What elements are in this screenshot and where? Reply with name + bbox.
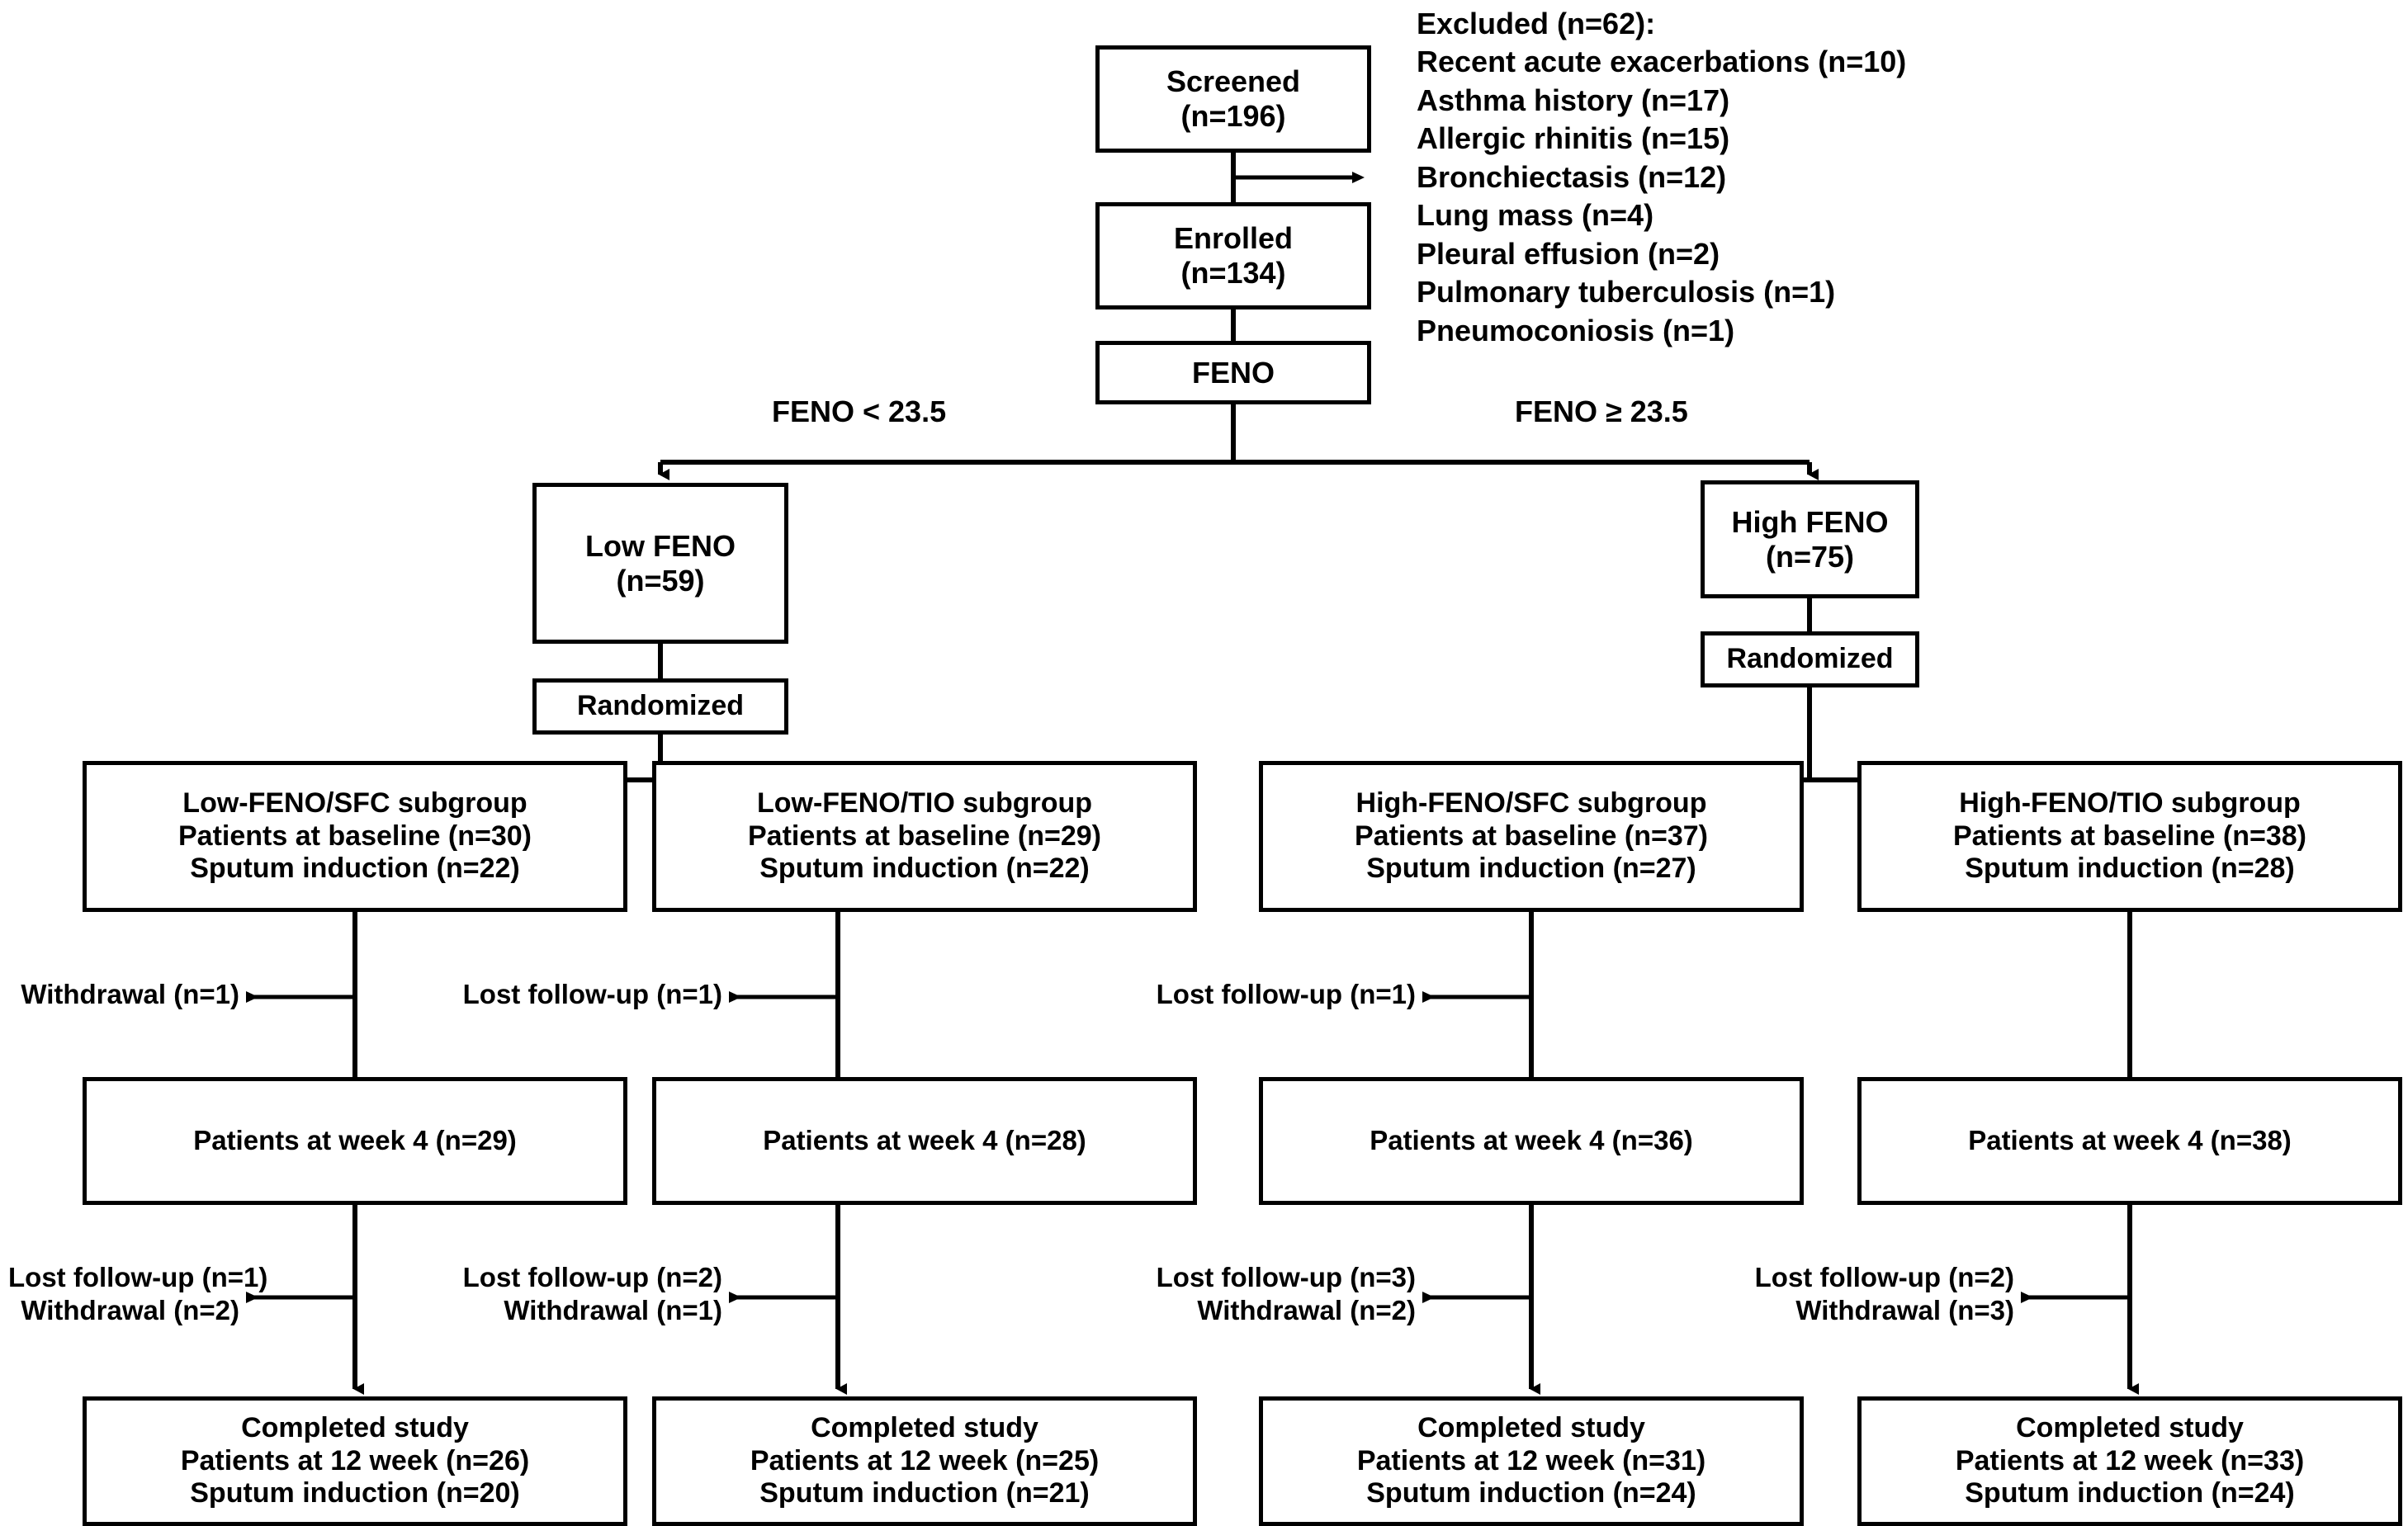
node-baseline-high-feno-tio: High-FENO/TIO subgroup Patients at basel… — [1857, 761, 2402, 912]
week4-label-1: Patients at week 4 (n=29) — [193, 1125, 517, 1156]
dropout-2-high-feno-tio-line-1: Lost follow-up (n=2) — [1754, 1262, 2014, 1292]
excluded-reason-2: Asthma history (n=17) — [1417, 83, 1730, 117]
dropout-2-low-feno-tio: Lost follow-up (n=2) Withdrawal (n=1) — [454, 1261, 722, 1328]
baseline-title-3: High-FENO/SFC subgroup — [1355, 787, 1707, 820]
completed-patients-2: Patients at 12 week (n=25) — [750, 1444, 1100, 1476]
excluded-reason-6: Pleural effusion (n=2) — [1417, 236, 1720, 271]
node-screened-line-2: (n=196) — [1180, 99, 1286, 133]
dropout-2-low-feno-sfc-line-2: Withdrawal (n=2) — [21, 1295, 239, 1326]
node-week4-high-feno-tio: Patients at week 4 (n=38) — [1857, 1077, 2402, 1205]
node-screened: Screened (n=196) — [1095, 45, 1371, 153]
completed-title-2: Completed study — [811, 1412, 1038, 1444]
node-completed-low-feno-sfc: Completed study Patients at 12 week (n=2… — [83, 1396, 627, 1526]
baseline-patients-1: Patients at baseline (n=30) — [178, 820, 532, 852]
dropout-1-low-feno-sfc-line-1: Withdrawal (n=1) — [21, 979, 239, 1009]
completed-title-4: Completed study — [2016, 1412, 2244, 1444]
dropout-1-low-feno-tio: Lost follow-up (n=1) — [458, 978, 722, 1011]
branch-label-right: FENO ≥ 23.5 — [1515, 394, 1688, 428]
completed-patients-1: Patients at 12 week (n=26) — [180, 1444, 530, 1476]
baseline-sputum-4: Sputum induction (n=28) — [1965, 853, 2295, 885]
excluded-reason-4: Bronchiectasis (n=12) — [1417, 159, 1727, 194]
node-low-feno-line-1: Low FENO — [585, 528, 736, 563]
completed-sputum-1: Sputum induction (n=20) — [190, 1477, 520, 1509]
completed-patients-3: Patients at 12 week (n=31) — [1356, 1444, 1706, 1476]
excluded-reason-1: Recent acute exacerbations (n=10) — [1417, 45, 1907, 79]
excluded-reason-5: Lung mass (n=4) — [1417, 198, 1654, 233]
node-low-feno-randomized-label: Randomized — [576, 690, 745, 722]
completed-title-3: Completed study — [1417, 1412, 1645, 1444]
node-low-feno-line-2: (n=59) — [616, 563, 705, 598]
baseline-sputum-3: Sputum induction (n=27) — [1366, 853, 1696, 885]
node-baseline-high-feno-sfc: High-FENO/SFC subgroup Patients at basel… — [1259, 761, 1804, 912]
excluded-reason-8: Pneumoconiosis (n=1) — [1417, 313, 1735, 347]
excluded-list: Excluded (n=62): Recent acute exacerbati… — [1417, 5, 1906, 350]
node-screened-line-1: Screened — [1166, 64, 1301, 99]
node-low-feno: Low FENO (n=59) — [532, 483, 788, 644]
dropout-2-high-feno-sfc-line-2: Withdrawal (n=2) — [1197, 1295, 1416, 1326]
dropout-2-high-feno-tio-line-2: Withdrawal (n=3) — [1795, 1295, 2014, 1326]
baseline-sputum-1: Sputum induction (n=22) — [190, 853, 520, 885]
dropout-2-low-feno-tio-line-1: Lost follow-up (n=2) — [462, 1262, 722, 1292]
dropout-2-high-feno-sfc-line-1: Lost follow-up (n=3) — [1156, 1262, 1416, 1292]
dropout-2-low-feno-sfc: Lost follow-up (n=1) Withdrawal (n=2) — [8, 1261, 268, 1328]
node-feno-label: FENO — [1191, 355, 1275, 390]
completed-sputum-2: Sputum induction (n=21) — [759, 1477, 1090, 1509]
dropout-2-low-feno-tio-line-2: Withdrawal (n=1) — [504, 1295, 722, 1326]
dropout-2-low-feno-sfc-line-1: Lost follow-up (n=1) — [8, 1262, 268, 1292]
week4-label-4: Patients at week 4 (n=38) — [1968, 1125, 2292, 1156]
baseline-patients-3: Patients at baseline (n=37) — [1355, 820, 1708, 852]
dropout-1-low-feno-sfc: Withdrawal (n=1) — [17, 978, 239, 1011]
baseline-title-2: Low-FENO/TIO subgroup — [756, 787, 1093, 820]
node-enrolled: Enrolled (n=134) — [1095, 202, 1371, 309]
baseline-sputum-2: Sputum induction (n=22) — [759, 853, 1090, 885]
node-baseline-low-feno-sfc: Low-FENO/SFC subgroup Patients at baseli… — [83, 761, 627, 912]
excluded-reason-7: Pulmonary tuberculosis (n=1) — [1417, 275, 1836, 309]
baseline-title-1: Low-FENO/SFC subgroup — [182, 787, 527, 820]
dropout-1-high-feno-sfc: Lost follow-up (n=1) — [1152, 978, 1416, 1011]
baseline-title-4: High-FENO/TIO subgroup — [1959, 787, 2301, 820]
baseline-patients-4: Patients at baseline (n=38) — [1953, 820, 2306, 852]
node-baseline-low-feno-tio: Low-FENO/TIO subgroup Patients at baseli… — [652, 761, 1197, 912]
node-low-feno-randomized: Randomized — [532, 678, 788, 735]
dropout-1-low-feno-tio-line-1: Lost follow-up (n=1) — [462, 979, 722, 1009]
dropout-1-high-feno-sfc-line-1: Lost follow-up (n=1) — [1156, 979, 1416, 1009]
node-high-feno-line-1: High FENO — [1731, 504, 1889, 539]
node-week4-low-feno-sfc: Patients at week 4 (n=29) — [83, 1077, 627, 1205]
completed-patients-4: Patients at 12 week (n=33) — [1955, 1444, 2305, 1476]
baseline-patients-2: Patients at baseline (n=29) — [748, 820, 1101, 852]
node-high-feno-line-2: (n=75) — [1765, 539, 1855, 574]
completed-title-1: Completed study — [241, 1412, 469, 1444]
branch-label-left: FENO < 23.5 — [772, 394, 947, 428]
node-feno: FENO — [1095, 341, 1371, 404]
dropout-2-high-feno-sfc: Lost follow-up (n=3) Withdrawal (n=2) — [1147, 1261, 1416, 1328]
node-week4-low-feno-tio: Patients at week 4 (n=28) — [652, 1077, 1197, 1205]
node-completed-low-feno-tio: Completed study Patients at 12 week (n=2… — [652, 1396, 1197, 1526]
excluded-heading: Excluded (n=62): — [1417, 7, 1656, 40]
node-high-feno: High FENO (n=75) — [1701, 480, 1919, 598]
node-week4-high-feno-sfc: Patients at week 4 (n=36) — [1259, 1077, 1804, 1205]
node-enrolled-line-2: (n=134) — [1180, 256, 1286, 290]
node-high-feno-randomized: Randomized — [1701, 631, 1919, 687]
node-completed-high-feno-sfc: Completed study Patients at 12 week (n=3… — [1259, 1396, 1804, 1526]
dropout-2-high-feno-tio: Lost follow-up (n=2) Withdrawal (n=3) — [1746, 1261, 2014, 1328]
week4-label-2: Patients at week 4 (n=28) — [763, 1125, 1086, 1156]
node-completed-high-feno-tio: Completed study Patients at 12 week (n=3… — [1857, 1396, 2402, 1526]
excluded-reason-3: Allergic rhinitis (n=15) — [1417, 121, 1730, 156]
node-enrolled-line-1: Enrolled — [1173, 221, 1294, 256]
completed-sputum-3: Sputum induction (n=24) — [1366, 1477, 1696, 1509]
completed-sputum-4: Sputum induction (n=24) — [1965, 1477, 2295, 1509]
week4-label-3: Patients at week 4 (n=36) — [1370, 1125, 1693, 1156]
node-high-feno-randomized-label: Randomized — [1726, 643, 1894, 675]
